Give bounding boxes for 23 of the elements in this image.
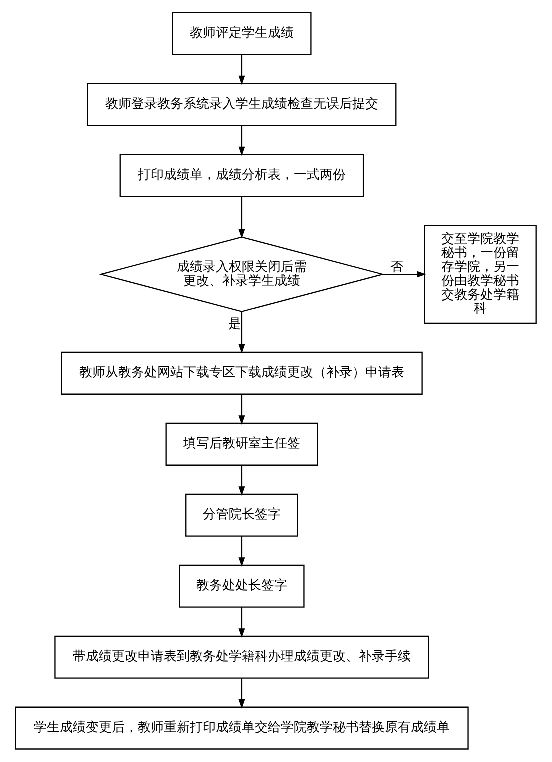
node-box: 填写后教研室主任签 [166, 422, 318, 466]
node-box: 教师评定学生成绩 [172, 12, 312, 56]
node-box: 带成绩更改申请表到教务处学籍科办理成绩更改、补录手续 [54, 636, 430, 679]
node-box: 教师登录教务系统录入学生成绩检查无误后提交 [87, 83, 397, 126]
edge-label: 否 [390, 260, 404, 275]
node-box: 交至学院教学秘书，一份留存学院，另一份由教学秘书交教务处学籍科 [424, 225, 537, 324]
arrow [238, 394, 246, 425]
node-box: 打印成绩单，成绩分析表，一式两份 [120, 154, 364, 198]
arrow [238, 196, 246, 239]
arrow [238, 607, 246, 638]
edge-label: 是 [228, 317, 242, 332]
node-box: 分管院长签字 [186, 494, 298, 537]
node-diamond: 成绩录入权限关闭后需更改、补录学生成绩 [98, 236, 386, 312]
arrow [238, 465, 246, 496]
arrow [383, 271, 426, 278]
arrow [238, 678, 246, 709]
arrow [238, 126, 246, 156]
node-box: 教师从教务处网站下载专区下载成绩更改（补录）申请表 [61, 352, 423, 395]
arrow [238, 312, 246, 354]
node-box: 学生成绩变更后，教师重新打印成绩单交给学院教学秘书替换原有成绩单 [15, 706, 469, 750]
node-box: 教务处处长签字 [179, 564, 305, 608]
arrow [238, 536, 246, 567]
arrow [238, 54, 246, 86]
